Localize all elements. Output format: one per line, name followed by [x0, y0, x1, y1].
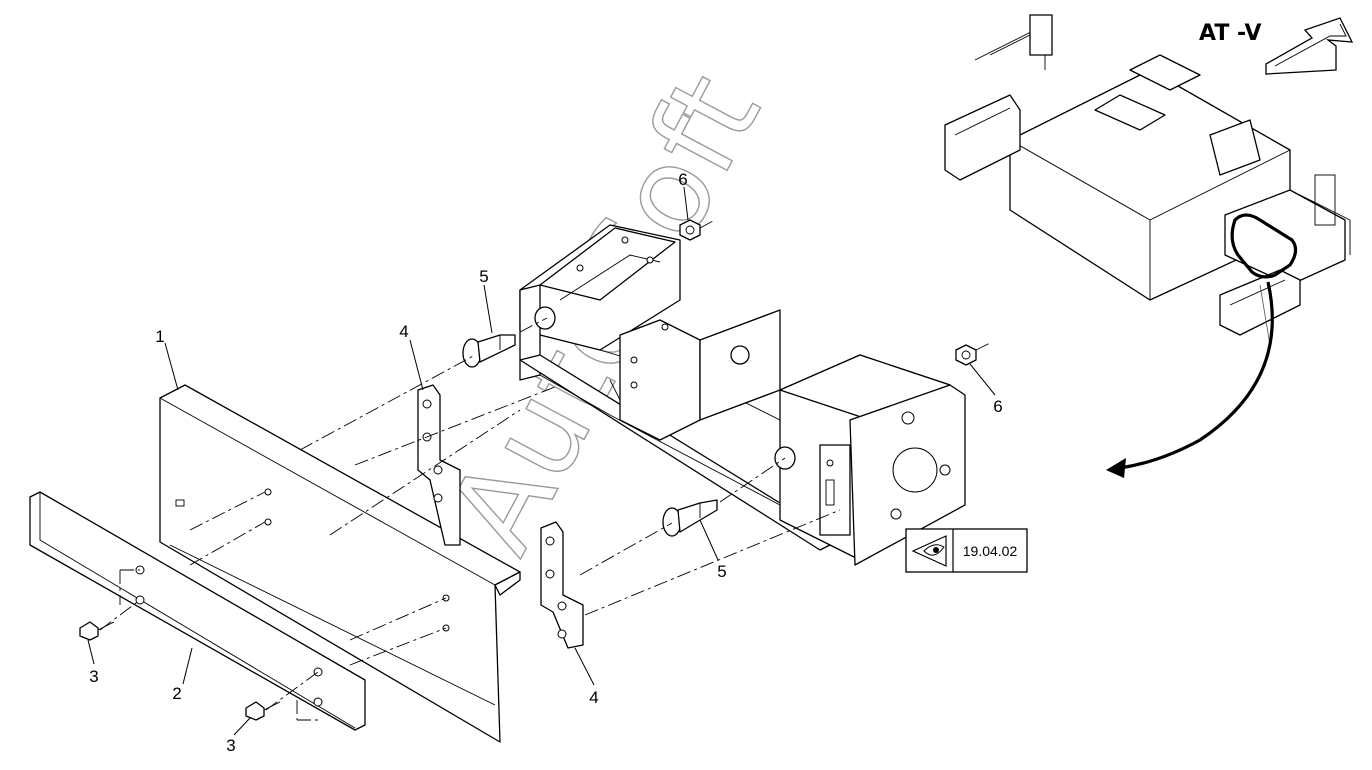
- machine-overview: [944, 14, 1351, 346]
- screw-part-3-lower: [245, 701, 281, 721]
- frame-assembly: [519, 224, 966, 566]
- callout-5-upper: 5: [479, 267, 488, 286]
- callout-1: 1: [155, 327, 164, 346]
- callout-4-upper: 4: [399, 322, 408, 341]
- callout-6-lower: 6: [993, 397, 1002, 416]
- callout-3-lower: 3: [226, 736, 235, 755]
- nut-part-6-upper: [679, 219, 701, 241]
- eye-icon: [911, 535, 947, 567]
- reference-code: 19.04.02: [963, 543, 1018, 559]
- assembly-lines: [99, 219, 993, 721]
- bolt-part-5-lower: [662, 499, 718, 537]
- strip-plate-part-2: [29, 491, 366, 731]
- callout-2: 2: [172, 684, 181, 703]
- callout-leaders: [87, 186, 996, 736]
- callout-6-upper: 6: [678, 170, 687, 189]
- callout-3-upper: 3: [89, 667, 98, 686]
- nut-part-6-lower: [955, 344, 977, 366]
- view-label: AT -V: [1199, 21, 1262, 46]
- screw-part-3-upper: [79, 621, 115, 641]
- curved-pointer-arrow-icon: [1106, 281, 1274, 478]
- reference-box: 19.04.02: [905, 528, 1028, 573]
- bracket-part-4-upper: [417, 384, 461, 546]
- bracket-part-4-lower: [540, 521, 584, 649]
- callout-5-lower: 5: [717, 562, 726, 581]
- view-direction-arrow-icon: [1265, 17, 1354, 75]
- callout-4-lower: 4: [589, 688, 598, 707]
- bolt-part-5-upper: [462, 334, 516, 368]
